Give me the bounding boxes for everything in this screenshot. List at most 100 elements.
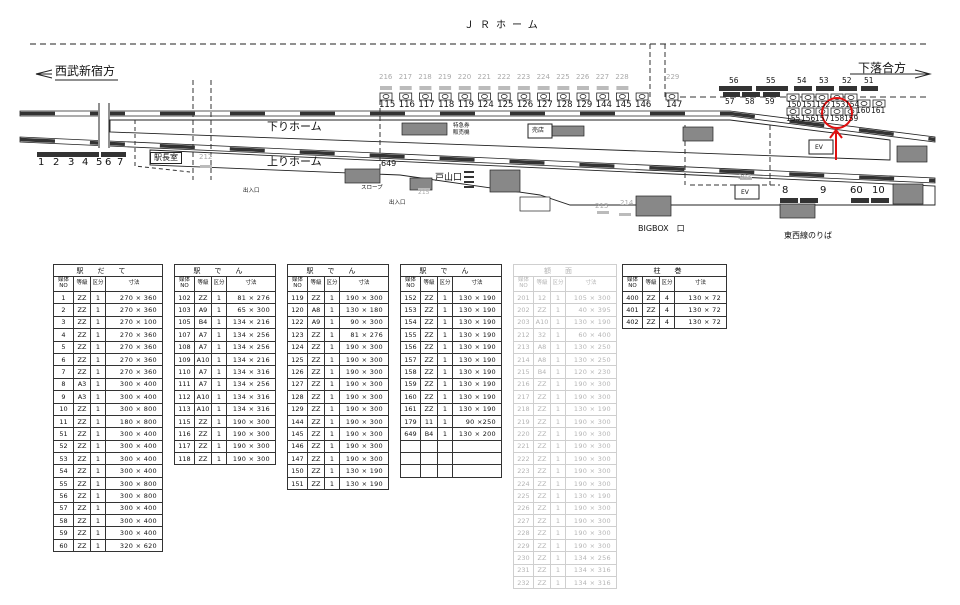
cell-size: 300 × 400 — [105, 464, 163, 478]
cell-size: 190 × 300 — [226, 414, 276, 429]
poster-number: 9 — [820, 185, 827, 196]
column-header-grade: 等級 — [420, 276, 438, 292]
cell-size: 130 × 250 — [565, 340, 617, 354]
poster-number: 115 — [379, 100, 396, 110]
cell-no: 109 — [174, 352, 195, 367]
cell-size: 270 × 360 — [105, 290, 163, 305]
ticket-machine-label-1: 特急券 — [453, 123, 470, 129]
poster-number: 152 — [816, 100, 831, 109]
cell-grade: ZZ — [73, 290, 91, 305]
cell-grade: ZZ — [533, 377, 551, 392]
poster-number: 224 — [536, 73, 550, 81]
poster-frame — [844, 93, 858, 102]
slope-label: スロープ — [361, 185, 383, 191]
arrow-up-icon — [829, 128, 843, 160]
cell-kubun: 1 — [437, 315, 453, 330]
poster-number: 54 — [797, 76, 807, 85]
strip-number: 5 — [96, 157, 103, 168]
cell-grade: ZZ — [307, 439, 325, 454]
cell-grade: ZZ — [307, 390, 325, 404]
ev-box — [734, 184, 760, 200]
cell-no: 158 — [400, 365, 421, 379]
cell-grade: ZZ — [307, 290, 325, 305]
cell-no: 220 — [513, 427, 534, 441]
cell-kubun: 1 — [324, 290, 340, 305]
cell-size: 190 × 300 — [226, 427, 276, 441]
cell-no: 159 — [400, 377, 421, 392]
cell-size: 134 × 256 — [226, 377, 276, 392]
cell-no: 400 — [622, 290, 643, 305]
cell-size: 130 × 190 — [452, 340, 502, 354]
cell-grade: ZZ — [73, 538, 91, 553]
cell-size: 190 × 300 — [565, 501, 617, 516]
cell-grade: ZZ — [73, 352, 91, 367]
cell-size: 190 × 300 — [565, 538, 617, 553]
arrow-right-icon — [850, 69, 932, 79]
station-map — [19, 43, 936, 219]
cell-kubun: 1 — [211, 303, 227, 317]
cell-grade: ZZ — [307, 476, 325, 491]
cell-kubun: 1 — [90, 315, 106, 330]
cell-grade: ZZ — [420, 340, 438, 354]
column-header-size: 寸法 — [105, 276, 163, 292]
cell-kubun: 1 — [437, 290, 453, 305]
cell-kubun: 1 — [550, 315, 566, 330]
poster-number: 155 — [786, 114, 801, 123]
cell-no: 8 — [53, 377, 74, 392]
cell-no: 126 — [287, 365, 308, 379]
cell-no: 215 — [513, 365, 534, 379]
cell-grade: ZZ — [420, 328, 438, 342]
cell-kubun: 1 — [550, 538, 566, 553]
cell-kubun: 1 — [90, 538, 106, 553]
cell-grade: ZZ — [420, 390, 438, 404]
cell-no: 112 — [174, 390, 195, 404]
strip-number: 1 — [38, 157, 45, 168]
cell-no: 115 — [174, 414, 195, 429]
cell-kubun: 1 — [550, 365, 566, 379]
cell-size: 130 × 190 — [452, 352, 502, 367]
poster-number: 216 — [379, 73, 393, 81]
cell-kubun: 1 — [550, 414, 566, 429]
cell-size: 134 × 256 — [226, 340, 276, 354]
cell-size: 190 × 300 — [339, 427, 389, 441]
table-row — [400, 464, 502, 478]
cell-size: 130 × 180 — [339, 303, 389, 317]
cell-size: 130 × 190 — [565, 402, 617, 416]
cell-no: 6 — [53, 352, 74, 367]
cell-size: 300 × 400 — [105, 452, 163, 466]
cell-no: 401 — [622, 303, 643, 317]
poster-number: 154 — [845, 100, 860, 109]
cell-kubun: 1 — [324, 452, 340, 466]
cell-grade: ZZ — [307, 402, 325, 416]
cell-size: 65 × 300 — [226, 303, 276, 317]
cell-kubun: 1 — [550, 427, 566, 441]
cell-grade: ZZ — [194, 452, 212, 466]
cell-kubun: 1 — [550, 514, 566, 528]
poster-frame — [872, 99, 886, 108]
cell-grade: A7 — [194, 328, 212, 342]
cell-grade: A10 — [194, 390, 212, 404]
cell-grade: ZZ — [73, 414, 91, 429]
table-title: 柱巻 — [622, 264, 727, 277]
cell-grade: ZZ — [73, 439, 91, 454]
ev-box — [808, 139, 834, 155]
cell-grade: ZZ — [73, 476, 91, 491]
poster-number: 118 — [438, 100, 455, 110]
column-header-size: 寸法 — [339, 276, 389, 292]
cell-size: 300 × 400 — [105, 526, 163, 540]
column-header-no: 媒体NO — [513, 276, 534, 292]
cell-no: 202 — [513, 303, 534, 317]
poster-number: 151 — [802, 100, 817, 109]
